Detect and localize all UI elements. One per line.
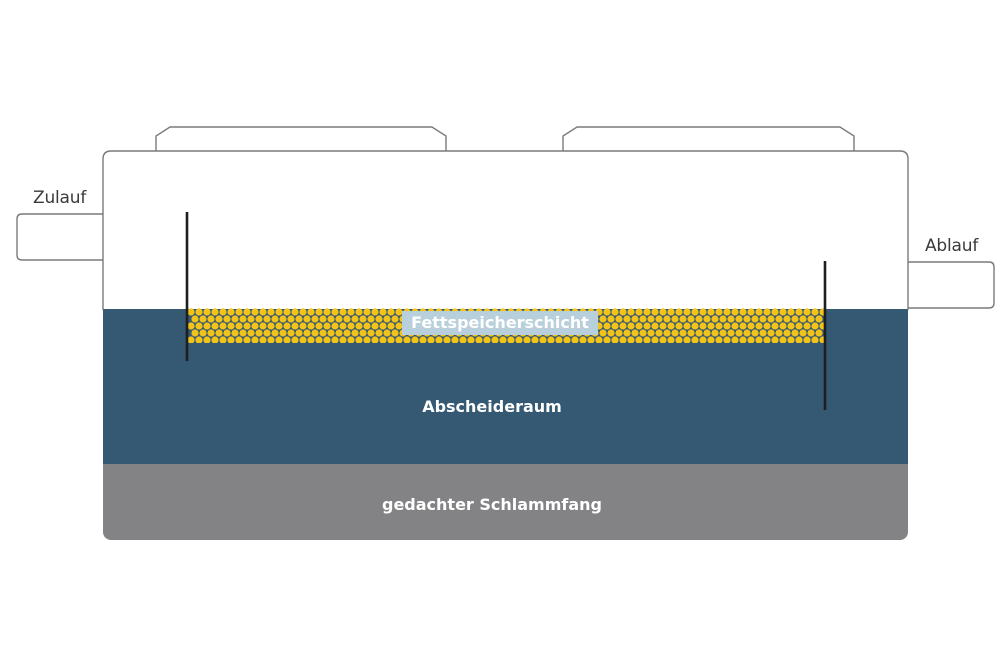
sludge-trap-label: gedachter Schlammfang <box>381 495 602 514</box>
outlet-label: Ablauf <box>925 236 979 256</box>
separator-chamber-label: Abscheideraum <box>422 397 562 416</box>
sludge-zone <box>103 464 908 540</box>
inlet-label: Zulauf <box>33 188 87 208</box>
tank-air-space <box>103 151 908 311</box>
grease-layer-label: Fettspeicherschicht <box>402 311 598 335</box>
access-shaft-right <box>562 126 855 152</box>
grease-layer-dots <box>188 308 825 343</box>
inlet-pipe <box>16 213 104 261</box>
outlet-pipe <box>907 261 995 309</box>
access-shaft-left <box>155 126 447 152</box>
tank-outline <box>102 150 909 310</box>
